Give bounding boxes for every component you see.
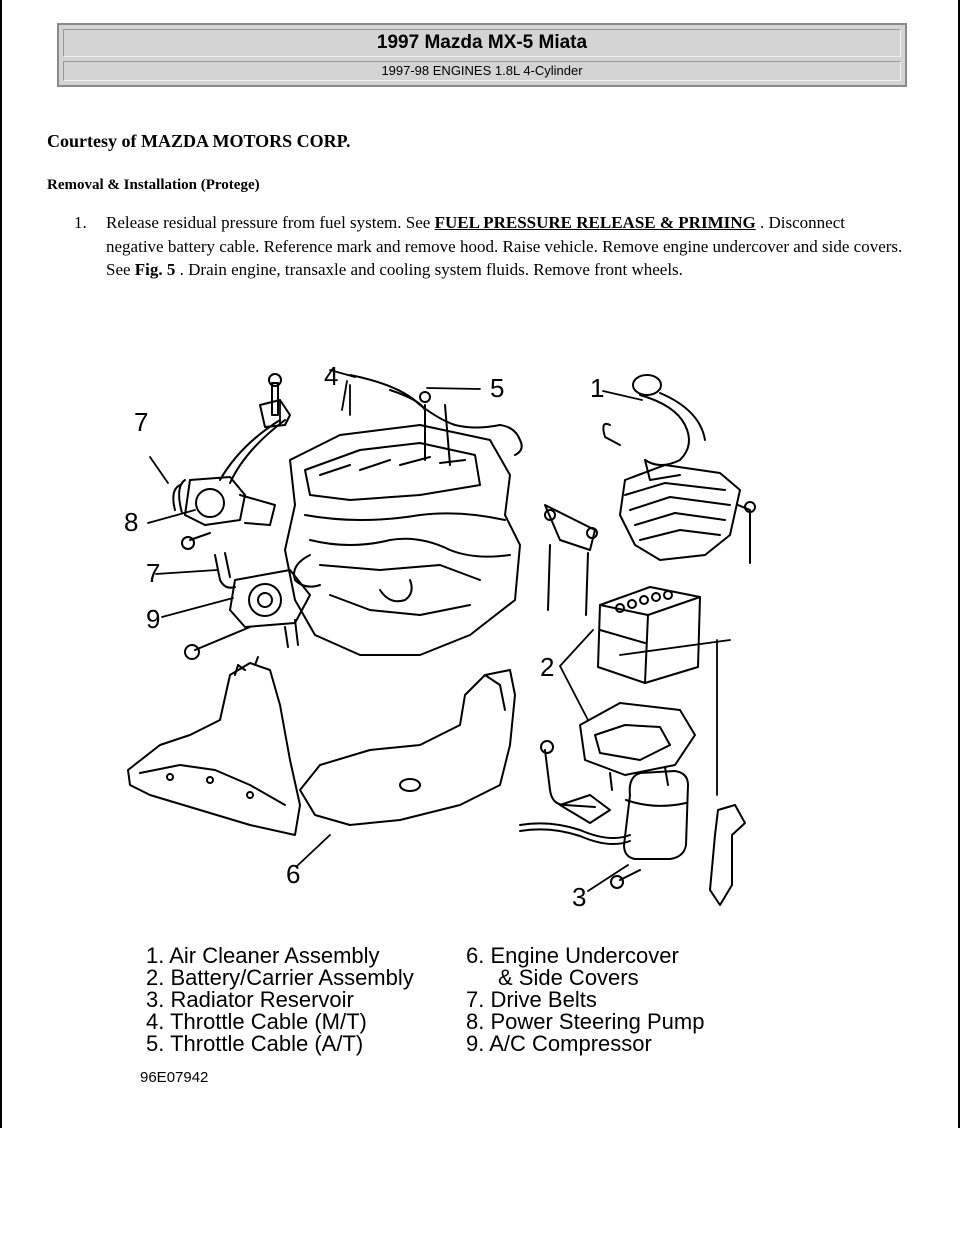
page-border-left xyxy=(0,0,2,1128)
figure-reference: Fig. 5 xyxy=(134,260,176,279)
radiator-reservoir-drawing xyxy=(519,740,689,889)
fuel-pressure-link[interactable]: FUEL PRESSURE RELEASE & PRIMING xyxy=(434,213,756,232)
header-title: 1997 Mazda MX-5 Miata xyxy=(63,29,901,57)
courtesy-line: Courtesy of MAZDA MOTORS CORP. xyxy=(47,131,351,151)
battery-carrier-drawing xyxy=(579,702,696,791)
callout-7-bottom: 7 xyxy=(146,558,160,588)
legend-item-2: 2. Battery/Carrier Assembly xyxy=(146,965,414,990)
header-subtitle: 1997-98 ENGINES 1.8L 4-Cylinder xyxy=(63,61,901,81)
step-text: Release residual pressure from fuel syst… xyxy=(106,211,904,282)
legend-item-5: 5. Throttle Cable (A/T) xyxy=(146,1031,363,1056)
engine-removal-figure: 4 5 1 7 8 7 9 2 6 3 1. Air Cleaner Assem… xyxy=(120,365,760,1105)
legend-item-6-cont: & Side Covers xyxy=(498,965,639,990)
step-1: 1. Release residual pressure from fuel s… xyxy=(74,211,904,282)
throttle-cable-drawing xyxy=(349,374,523,456)
callout-3: 3 xyxy=(572,882,586,912)
callout-5: 5 xyxy=(490,373,504,403)
step-text-part1: Release residual pressure from fuel syst… xyxy=(106,213,435,232)
legend-item-3: 3. Radiator Reservoir xyxy=(146,987,354,1012)
callout-8: 8 xyxy=(124,507,138,537)
figure-drawing: 4 5 1 7 8 7 9 2 6 3 1. Air Cleaner Assem… xyxy=(124,365,756,1086)
legend-item-9: 9. A/C Compressor xyxy=(466,1031,652,1056)
step-text-part3: . Drain engine, transaxle and cooling sy… xyxy=(175,260,683,279)
right-side-cover-drawing xyxy=(709,804,746,906)
center-side-cover-drawing xyxy=(299,669,516,826)
document-header: 1997 Mazda MX-5 Miata 1997-98 ENGINES 1.… xyxy=(57,23,907,87)
callout-1: 1 xyxy=(590,373,604,403)
callout-2: 2 xyxy=(540,652,554,682)
legend-item-1: 1. Air Cleaner Assembly xyxy=(146,943,380,968)
page-border-right xyxy=(958,0,960,1128)
callout-leaders xyxy=(147,369,731,892)
legend-item-6: 6. Engine Undercover xyxy=(466,943,679,968)
callout-6: 6 xyxy=(286,859,300,889)
engine-undercover-drawing xyxy=(127,656,301,836)
section-title: Removal & Installation (Protege) xyxy=(47,177,260,193)
battery-bracket-drawing xyxy=(544,504,598,616)
step-text-part2: . Disconnect negative battery cable. Ref… xyxy=(106,213,903,279)
power-steering-drawing xyxy=(172,373,291,550)
figure-code: 96E07942 xyxy=(140,1069,208,1086)
callout-9: 9 xyxy=(146,604,160,634)
callout-4: 4 xyxy=(324,365,338,391)
legend-item-4: 4. Throttle Cable (M/T) xyxy=(146,1009,367,1034)
ac-compressor-drawing xyxy=(184,552,311,660)
step-number: 1. xyxy=(74,213,87,232)
air-cleaner-drawing xyxy=(602,374,756,564)
legend-item-7: 7. Drive Belts xyxy=(466,987,597,1012)
battery-drawing xyxy=(597,586,701,684)
legend-item-8: 8. Power Steering Pump xyxy=(466,1009,704,1034)
callout-7-top: 7 xyxy=(134,407,148,437)
engine-block-drawing xyxy=(284,404,521,656)
